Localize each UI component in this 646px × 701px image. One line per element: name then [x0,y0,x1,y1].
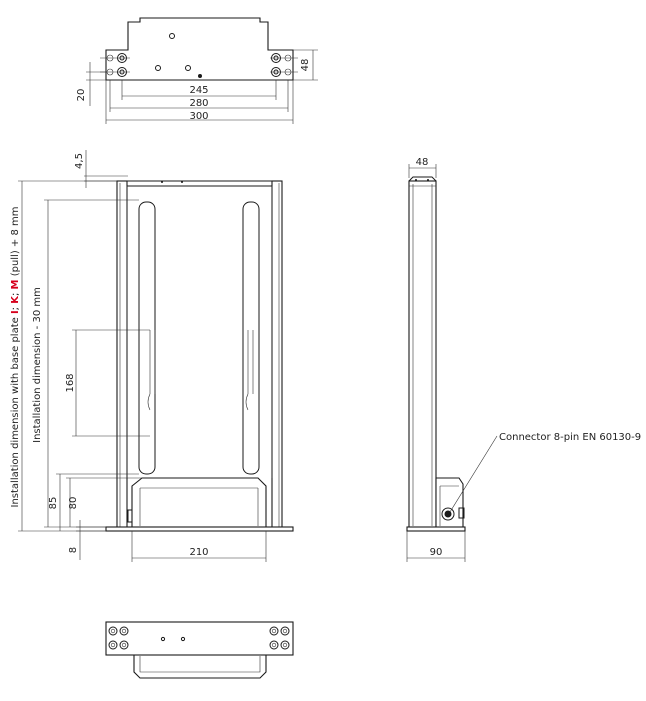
mount-hole [119,640,129,650]
dim-48-top: 48 [300,59,311,72]
mount-hole [280,626,290,636]
mount-hole [119,626,129,636]
mount-hole [108,626,118,636]
dim-85: 85 [48,497,59,510]
variant-letter: M [10,279,21,289]
right-post [271,180,283,530]
variant-letter: K [10,295,21,304]
left-post [116,180,128,530]
installation-with-plate-label: Installation dimension with base plate I… [10,206,21,507]
side-column [408,180,437,530]
right-slot [242,201,260,475]
variant-separator: ; [10,289,21,296]
base-housing [131,477,267,532]
mount-hole [269,626,279,636]
mount-hole [280,640,290,650]
left-slot [138,201,156,475]
dim-80: 80 [68,497,79,510]
connector-label: Connector 8-pin EN 60130-9 [499,432,641,443]
dim-168: 168 [65,373,76,392]
dim-90: 90 [430,547,443,558]
mount-hole [108,640,118,650]
inner-hole [155,65,161,71]
variant-separator: ; [10,304,21,311]
installation-minus-label: Installation dimension - 30 mm [32,287,43,443]
dim-8: 8 [68,547,79,553]
front-view: 4,5 Installation dimension with base pla… [10,150,294,562]
dim-48-side: 48 [416,157,429,168]
bottom-plate [105,621,294,656]
mount-hole [269,640,279,650]
bottom-view [105,621,294,679]
inner-hole [198,74,202,78]
dim-20: 20 [76,89,87,102]
base-plate [105,526,294,532]
side-view: 48 90 Connector 8-pin EN 60130-9 [406,157,641,562]
inner-hole [185,65,191,71]
inner-hole [169,33,175,39]
connector-icon [441,507,455,521]
top-view-outline [105,17,294,81]
dim-245: 245 [189,85,208,96]
side-base-plate [406,526,466,532]
dim-300: 300 [189,111,208,122]
variant-letter: I [10,310,21,314]
dim-4-5: 4,5 [74,153,85,169]
dim-210: 210 [189,547,208,558]
bottom-housing [133,654,267,679]
top-view: 245 280 300 48 20 [76,17,318,124]
dim-280: 280 [189,98,208,109]
